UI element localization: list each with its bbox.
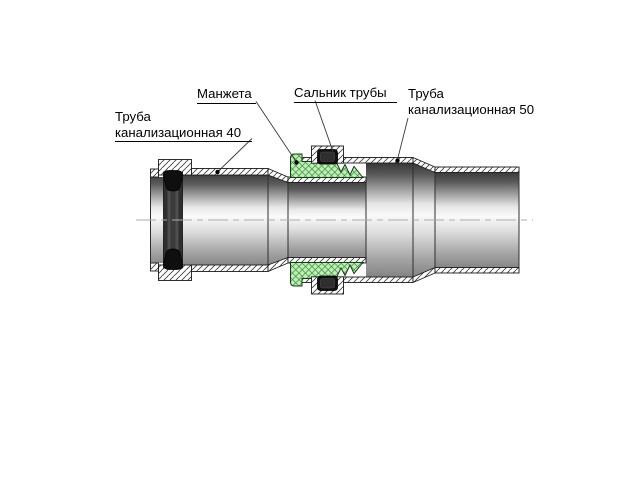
pipe50-socket-wall-top bbox=[343, 157, 414, 164]
pipe40-bell-wall-top bbox=[191, 168, 269, 176]
pipe50-walls bbox=[301, 156, 520, 284]
pipe40-mouth-step-bottom bbox=[150, 262, 159, 272]
label-cuff: Манжета bbox=[197, 86, 256, 104]
pipe50-body-wall-top bbox=[434, 166, 520, 173]
leader-dot-pipe40 bbox=[215, 169, 220, 175]
label-pipe40: Труба канализационная 40 bbox=[115, 109, 252, 142]
cuff-section-bottom bbox=[290, 262, 365, 287]
cuff-section-top bbox=[290, 153, 365, 178]
label-pipe50-line1: Труба bbox=[408, 86, 444, 101]
label-gland: Сальник трубы bbox=[294, 85, 397, 103]
label-pipe50-line2: канализационная 50 bbox=[408, 101, 535, 117]
label-pipe40-line2: канализационная 40 bbox=[115, 124, 242, 140]
leader-lines bbox=[215, 100, 409, 175]
pipe40-walls bbox=[150, 159, 367, 281]
label-pipe50: Труба канализационная 50 bbox=[408, 86, 534, 117]
leader-cuff bbox=[255, 101, 297, 162]
leader-gland bbox=[314, 100, 334, 152]
pipe50-body-wall-bottom bbox=[434, 267, 520, 274]
seal-ring-section-top bbox=[163, 170, 183, 192]
gland-top-core bbox=[320, 151, 335, 162]
label-pipe40-line1: Труба bbox=[115, 109, 151, 124]
label-cuff-text: Манжета bbox=[197, 86, 252, 101]
gland-assembly bbox=[311, 145, 344, 295]
pipe50-socket-wall-bottom bbox=[343, 276, 414, 283]
pipe40-bell-wall-bottom bbox=[191, 264, 269, 272]
leader-dot-pipe50 bbox=[395, 158, 400, 163]
leader-pipe40 bbox=[217, 138, 253, 173]
cuff bbox=[290, 153, 365, 287]
pipe40-taper-bore bbox=[268, 175, 288, 265]
leader-dot-cuff bbox=[294, 160, 299, 165]
pipe40-mouth-step-top bbox=[150, 168, 159, 178]
leader-pipe50 bbox=[397, 117, 409, 160]
gland-bottom-core bbox=[320, 278, 335, 289]
seal-ring-section-bottom bbox=[163, 248, 183, 270]
label-gland-text: Сальник трубы bbox=[294, 85, 387, 100]
